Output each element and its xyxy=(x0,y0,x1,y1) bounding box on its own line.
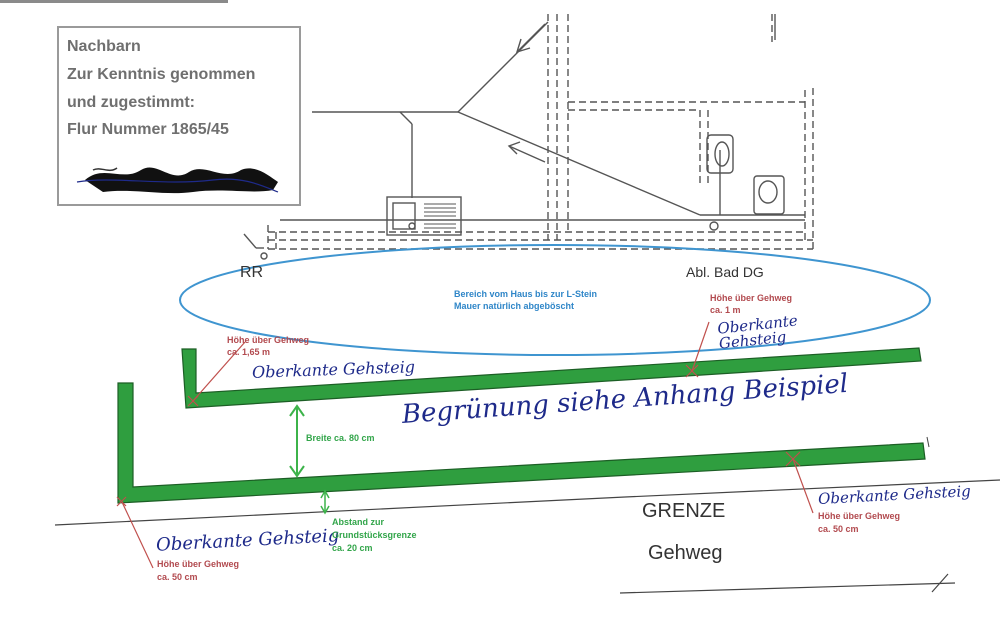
width-dimension xyxy=(289,404,305,478)
slope-area-ellipse xyxy=(179,244,931,356)
stamp-line-agreed: und zugestimmt: xyxy=(67,94,195,111)
lower-l-wall xyxy=(117,382,926,504)
height-bottom-right-value: ca. 50 cm xyxy=(818,524,859,534)
height-bottom-right-title: Höhe über Gehweg xyxy=(818,511,901,521)
height-bottom-left-value: ca. 50 cm xyxy=(157,572,198,582)
stamp-line-acknowledged: Zur Kenntnis genommen xyxy=(67,66,256,83)
top-edge-strip xyxy=(0,0,228,3)
boundary-line-right xyxy=(624,479,1001,498)
sidewalk-line xyxy=(619,582,956,594)
neighbor-consent-stamp: Nachbarn Zur Kenntnis genommen und zuges… xyxy=(57,26,301,206)
bathroom-fixtures xyxy=(706,134,785,231)
upper-l-wall xyxy=(181,347,922,409)
distance-dimension xyxy=(320,489,330,515)
distance-label-line1: Abstand zur xyxy=(332,517,385,527)
distance-label-line3: ca. 20 cm xyxy=(332,543,373,553)
redacted-signature xyxy=(76,167,279,194)
height-bottom-left-title: Höhe über Gehweg xyxy=(157,559,240,569)
boundary-line xyxy=(54,496,626,526)
height-right-title: Höhe über Gehweg xyxy=(710,293,793,303)
bathroom-label: Abl. Bad DG xyxy=(686,264,764,280)
solid-lines xyxy=(280,14,805,221)
sidewalk-tick xyxy=(931,573,949,593)
sidewalk-label: Gehweg xyxy=(648,542,723,564)
boundary-label: GRENZE xyxy=(642,500,726,522)
stamp-line-neighbors: Nachbarn xyxy=(67,38,141,55)
height-left-value: ca. 1,65 m xyxy=(227,347,271,357)
distance-label-line2: Grundstücksgrenze xyxy=(332,530,417,540)
width-label: Breite ca. 80 cm xyxy=(306,433,375,443)
height-left-title: Höhe über Gehweg xyxy=(227,335,310,345)
flow-arrows xyxy=(507,23,546,163)
slope-note-line2: Mauer natürlich abgeböscht xyxy=(454,301,575,311)
height-right-value: ca. 1 m xyxy=(710,305,741,315)
kitchen-sink-unit xyxy=(386,196,462,236)
rr-symbol xyxy=(243,233,268,260)
wall-end-tick xyxy=(926,436,930,448)
height-markers xyxy=(116,321,814,569)
slope-note-line1: Bereich vom Haus bis zur L-Stein xyxy=(454,289,598,299)
rr-label: RR xyxy=(240,264,264,281)
stamp-line-parcel: Flur Nummer 1865/45 xyxy=(67,121,229,138)
floor-plan xyxy=(243,14,814,260)
